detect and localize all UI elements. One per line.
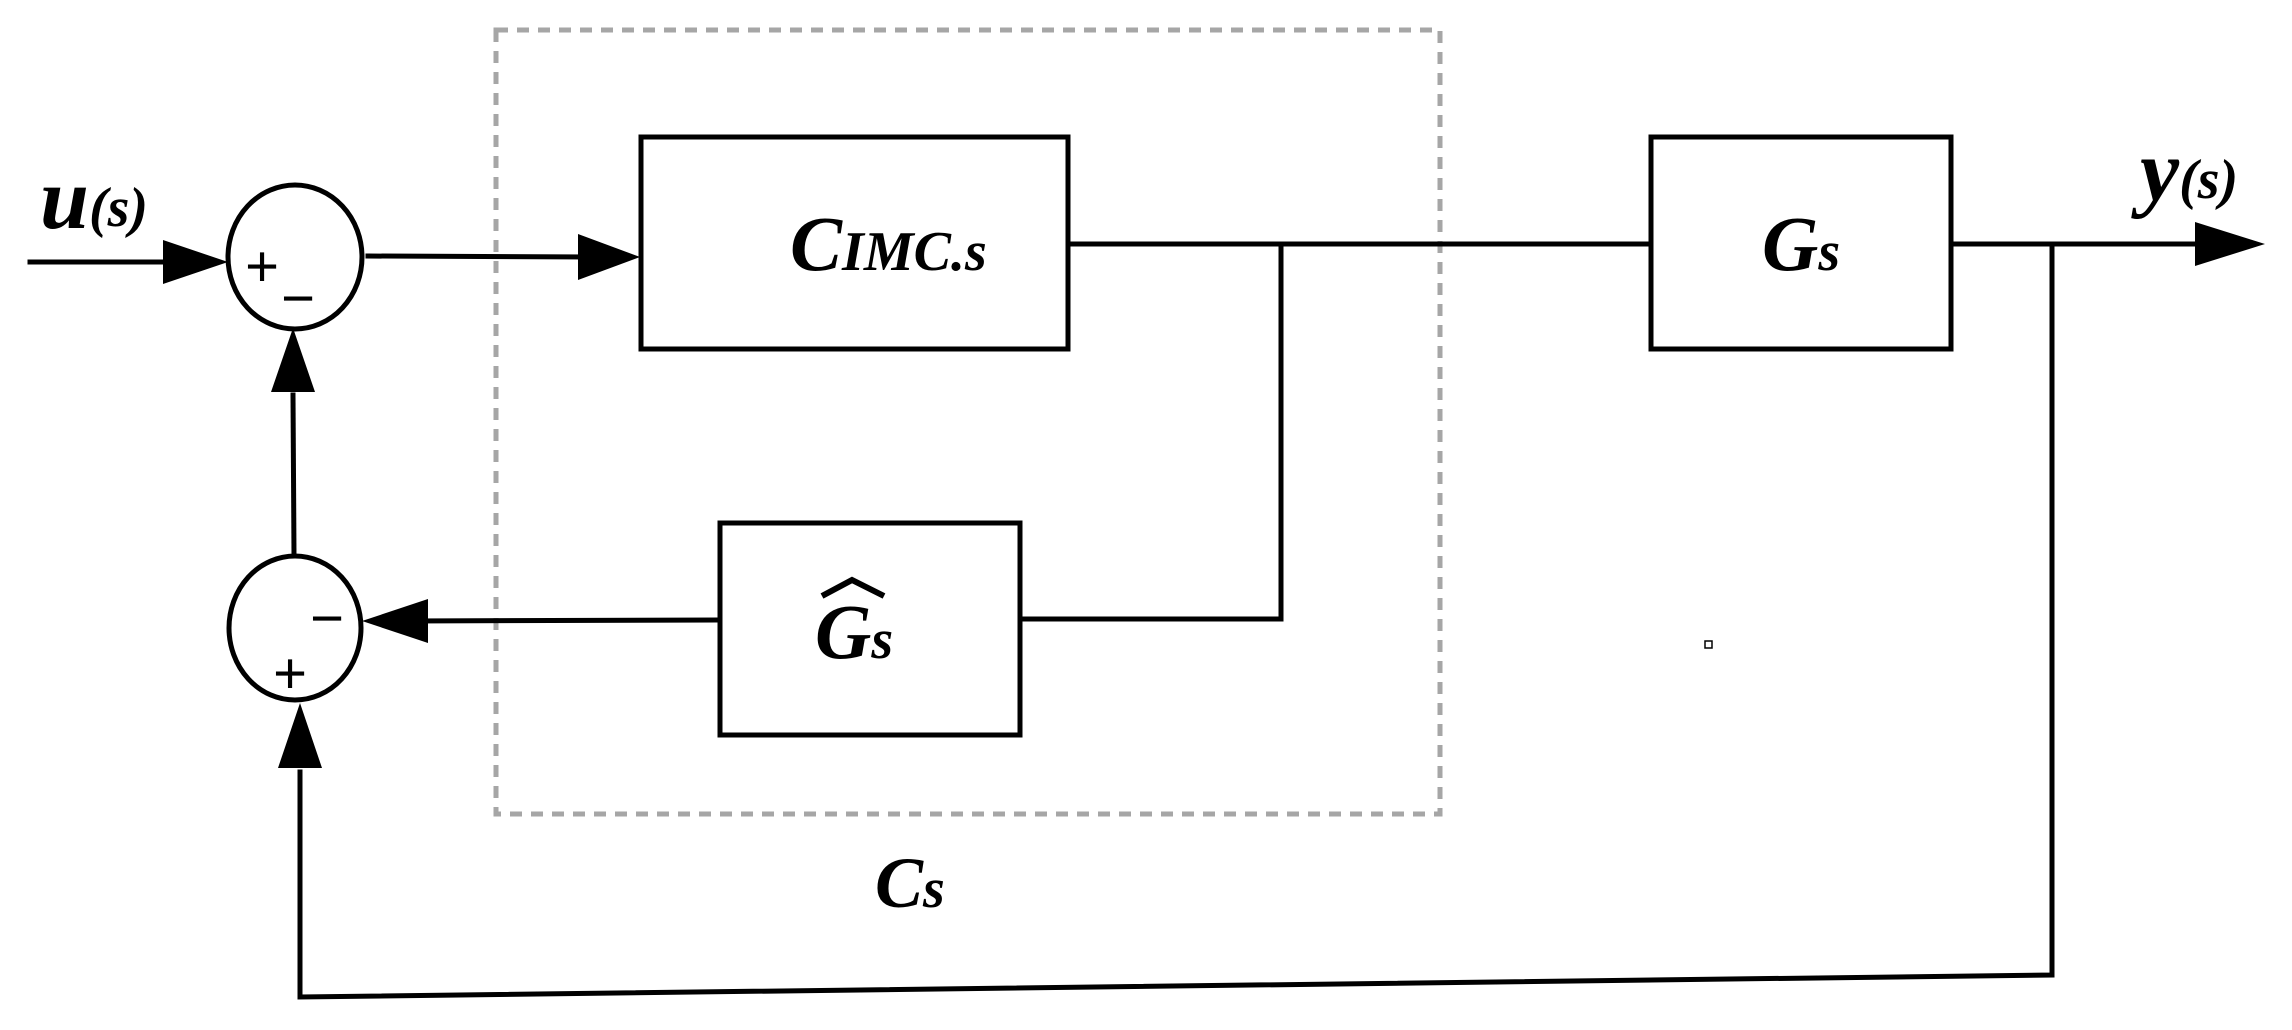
sum2-minus-sign: − (310, 586, 344, 651)
model-label-sub: s (870, 609, 893, 671)
controller-group-label: Cs (875, 843, 945, 923)
plant-block (1648, 134, 1954, 352)
feedback-arrowhead (278, 703, 322, 768)
model-hat-mark (820, 576, 886, 599)
sum2-to-sum1-wire (290, 392, 297, 558)
summing-junction-1 (225, 182, 365, 332)
output-label: y(s) (2131, 123, 2238, 220)
plant-label-main: G (1762, 200, 1818, 287)
input-label-main: u (40, 151, 89, 248)
sum1-to-controller-wire (365, 253, 593, 260)
sum1-minus-sign: − (281, 266, 315, 331)
model-to-sum2-wire (407, 617, 721, 624)
output-label-main: y (2131, 123, 2180, 220)
controller-group-boundary (493, 27, 1443, 817)
controller-block (638, 134, 1071, 352)
controller-label-main: C (790, 200, 843, 287)
output-arrowhead (2195, 222, 2265, 266)
plant-label-sub: s (1817, 221, 1840, 283)
input-arrowhead (163, 240, 228, 284)
summing-junction-2 (226, 553, 364, 703)
sum2-plus-sign: + (273, 641, 307, 706)
input-label-arg: (s) (89, 177, 148, 239)
output-label-arg: (s) (2179, 149, 2238, 211)
model-label-main: G (815, 588, 871, 675)
controller-input-arrowhead (578, 234, 640, 280)
sum1-plus-sign: + (245, 234, 279, 299)
plant-label: Gs (1762, 200, 1840, 287)
model-label: Gs (815, 588, 893, 675)
group-label-sub: s (922, 858, 945, 920)
controller-label-sub: IMC.s (841, 221, 987, 283)
group-label-main: C (875, 843, 924, 923)
model-feed-wire (1019, 241, 1284, 622)
controller-label: CIMC.s (790, 200, 987, 287)
feedback-wire (297, 241, 2055, 1000)
input-label: u(s) (40, 151, 148, 248)
sum2-input-arrowhead (362, 599, 428, 643)
stray-marker (1704, 640, 1713, 649)
model-block (717, 520, 1023, 738)
sum1-feedback-arrowhead (271, 328, 315, 392)
